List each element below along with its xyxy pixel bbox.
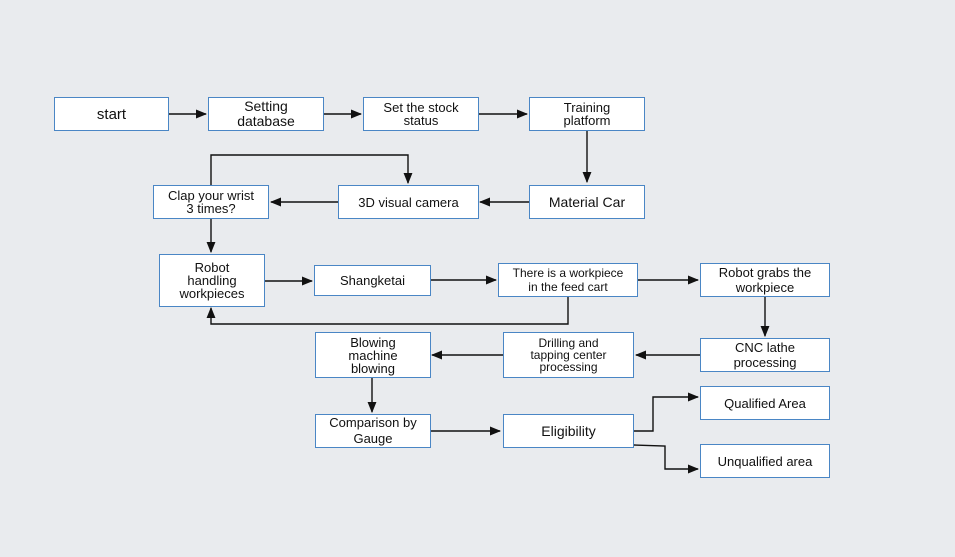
node-workpiece-in-feed-cart-decision: There is a workpiece in the feed cart <box>498 263 638 297</box>
node-comparison-by-gauge: Comparison by Gauge <box>315 414 431 448</box>
node-material-car: Material Car <box>529 185 645 219</box>
node-qualified-area: Qualified Area <box>700 386 830 420</box>
node-cnc-lathe-processing: CNC lathe processing <box>700 338 830 372</box>
node-eligibility-decision: Eligibility <box>503 414 634 448</box>
node-set-stock-status: Set the stock status <box>363 97 479 131</box>
edge-clap-wrist-loop-to-camera <box>210 154 413 185</box>
node-shangketai: Shangketai <box>314 265 431 296</box>
node-drilling-tapping-center: Drilling and tapping center processing <box>503 332 634 378</box>
edge-eligibility-to-qualified <box>634 392 700 432</box>
node-blowing-machine: Blowing machine blowing <box>315 332 431 378</box>
node-unqualified-area: Unqualified area <box>700 444 830 478</box>
node-start: start <box>54 97 169 131</box>
node-clap-wrist-decision: Clap your wrist 3 times? <box>153 185 269 219</box>
edge-eligibility-to-unqualified <box>633 444 700 474</box>
node-3d-visual-camera: 3D visual camera <box>338 185 479 219</box>
node-robot-handling-workpieces: Robot handling workpieces <box>159 254 265 307</box>
node-robot-grabs-workpiece: Robot grabs the workpiece <box>700 263 830 297</box>
node-training-platform: Training platform <box>529 97 645 131</box>
node-setting-database: Setting database <box>208 97 324 131</box>
